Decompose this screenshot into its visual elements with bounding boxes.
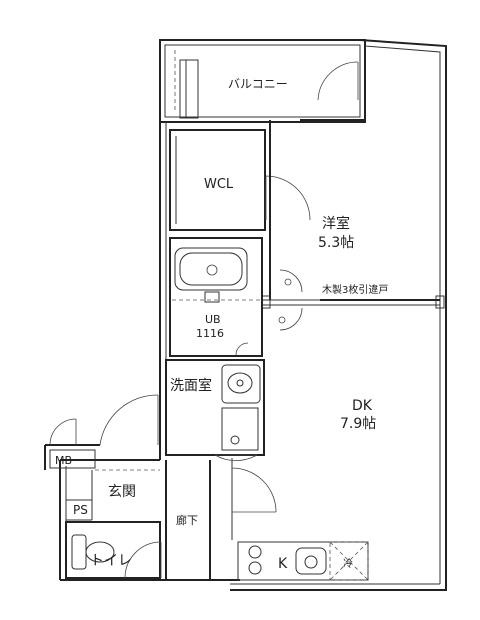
entrance-label: 玄関	[108, 483, 136, 500]
dk-size: 7.9帖	[340, 416, 376, 432]
washroom-label: 洗面室	[170, 377, 212, 394]
corridor-walls	[165, 458, 277, 580]
wcl-room	[169, 129, 311, 231]
kitchen-k-label: K	[278, 556, 288, 572]
toilet-label: トイレ	[90, 553, 132, 569]
kitchen-counter	[237, 541, 369, 581]
fridge-label: 冷	[343, 557, 353, 570]
ps-label: PS	[73, 503, 88, 517]
balcony-label: バルコニー	[228, 77, 288, 91]
washroom	[165, 359, 265, 461]
unit-bath	[169, 237, 263, 357]
toilet-room	[65, 521, 162, 579]
outer-walls	[44, 39, 447, 591]
western-room-size: 5.3帖	[318, 235, 354, 251]
sliding-door-label: 木製3枚引違戸	[322, 283, 388, 296]
wcl-label: WCL	[204, 177, 234, 192]
western-room-walls	[261, 119, 445, 331]
mb-label: MB	[55, 454, 72, 467]
unit-bath-label: UB	[205, 313, 221, 326]
western-room-label: 洋室	[322, 215, 350, 232]
entrance-area	[49, 394, 160, 521]
corridor-label: 廊下	[176, 513, 198, 527]
unit-bath-size: 1116	[196, 327, 224, 340]
dk-label: DK	[352, 398, 373, 414]
balcony-details	[174, 50, 359, 119]
